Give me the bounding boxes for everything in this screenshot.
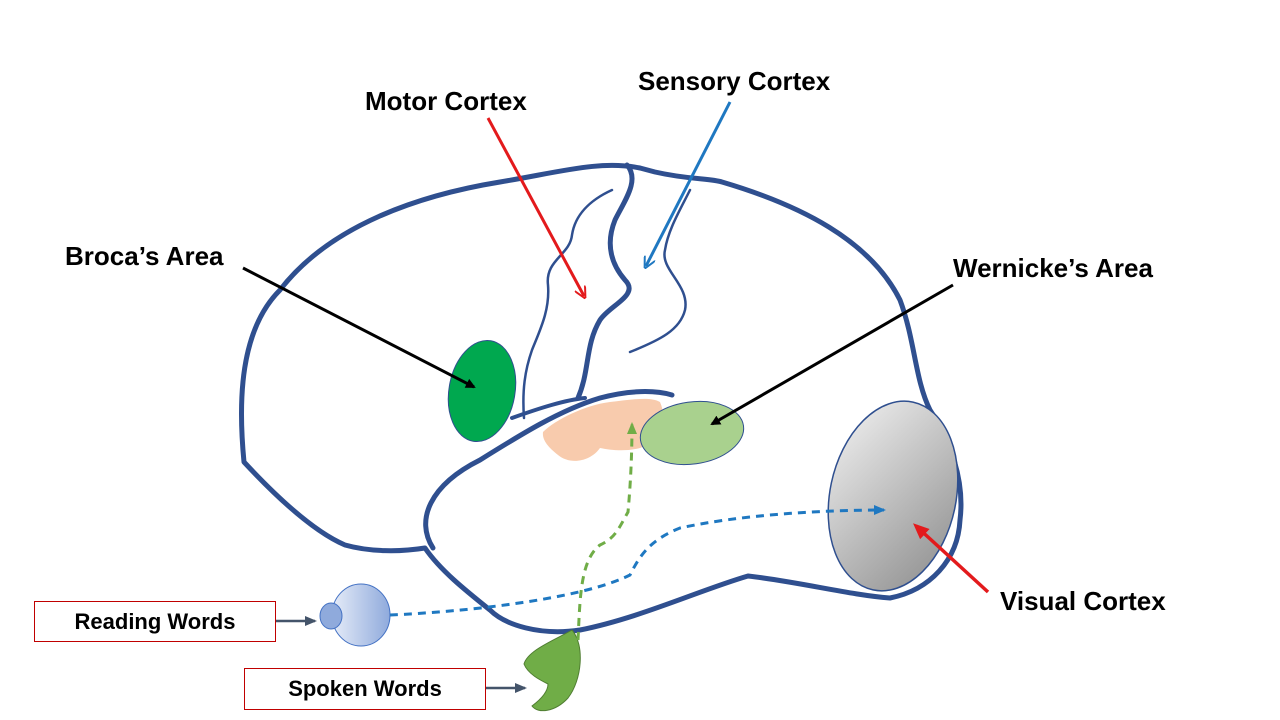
sensory-cortex-arrow <box>646 101 732 266</box>
spoken-words-box: Spoken Words <box>244 668 486 710</box>
visual-cortex-arrow <box>913 523 990 594</box>
brocas-area-shape <box>447 339 517 443</box>
sensory-cortex-label: Sensory Cortex <box>638 66 831 96</box>
precentral-sulcus <box>522 188 614 420</box>
brocas-area-arrow <box>242 266 476 389</box>
wernickes-area-arrow <box>710 283 954 426</box>
reading-words-box: Reading Words <box>34 601 276 642</box>
ear-icon <box>523 629 581 712</box>
spoken-pathway-arrow <box>576 422 637 641</box>
postcentral-sulcus <box>628 188 692 354</box>
central-sulcus <box>575 162 635 401</box>
wernickes-area-label: Wernicke’s Area <box>953 253 1153 283</box>
motor-cortex-label: Motor Cortex <box>365 86 527 116</box>
pupil-icon <box>319 602 343 630</box>
motor-cortex-arrow <box>486 117 584 296</box>
reading-pathway-arrow <box>389 505 886 617</box>
visual-cortex-shape <box>827 400 959 592</box>
lateral-sulcus <box>423 389 675 551</box>
visual-cortex-label: Visual Cortex <box>1000 586 1166 616</box>
brocas-area-label: Broca’s Area <box>65 241 224 271</box>
